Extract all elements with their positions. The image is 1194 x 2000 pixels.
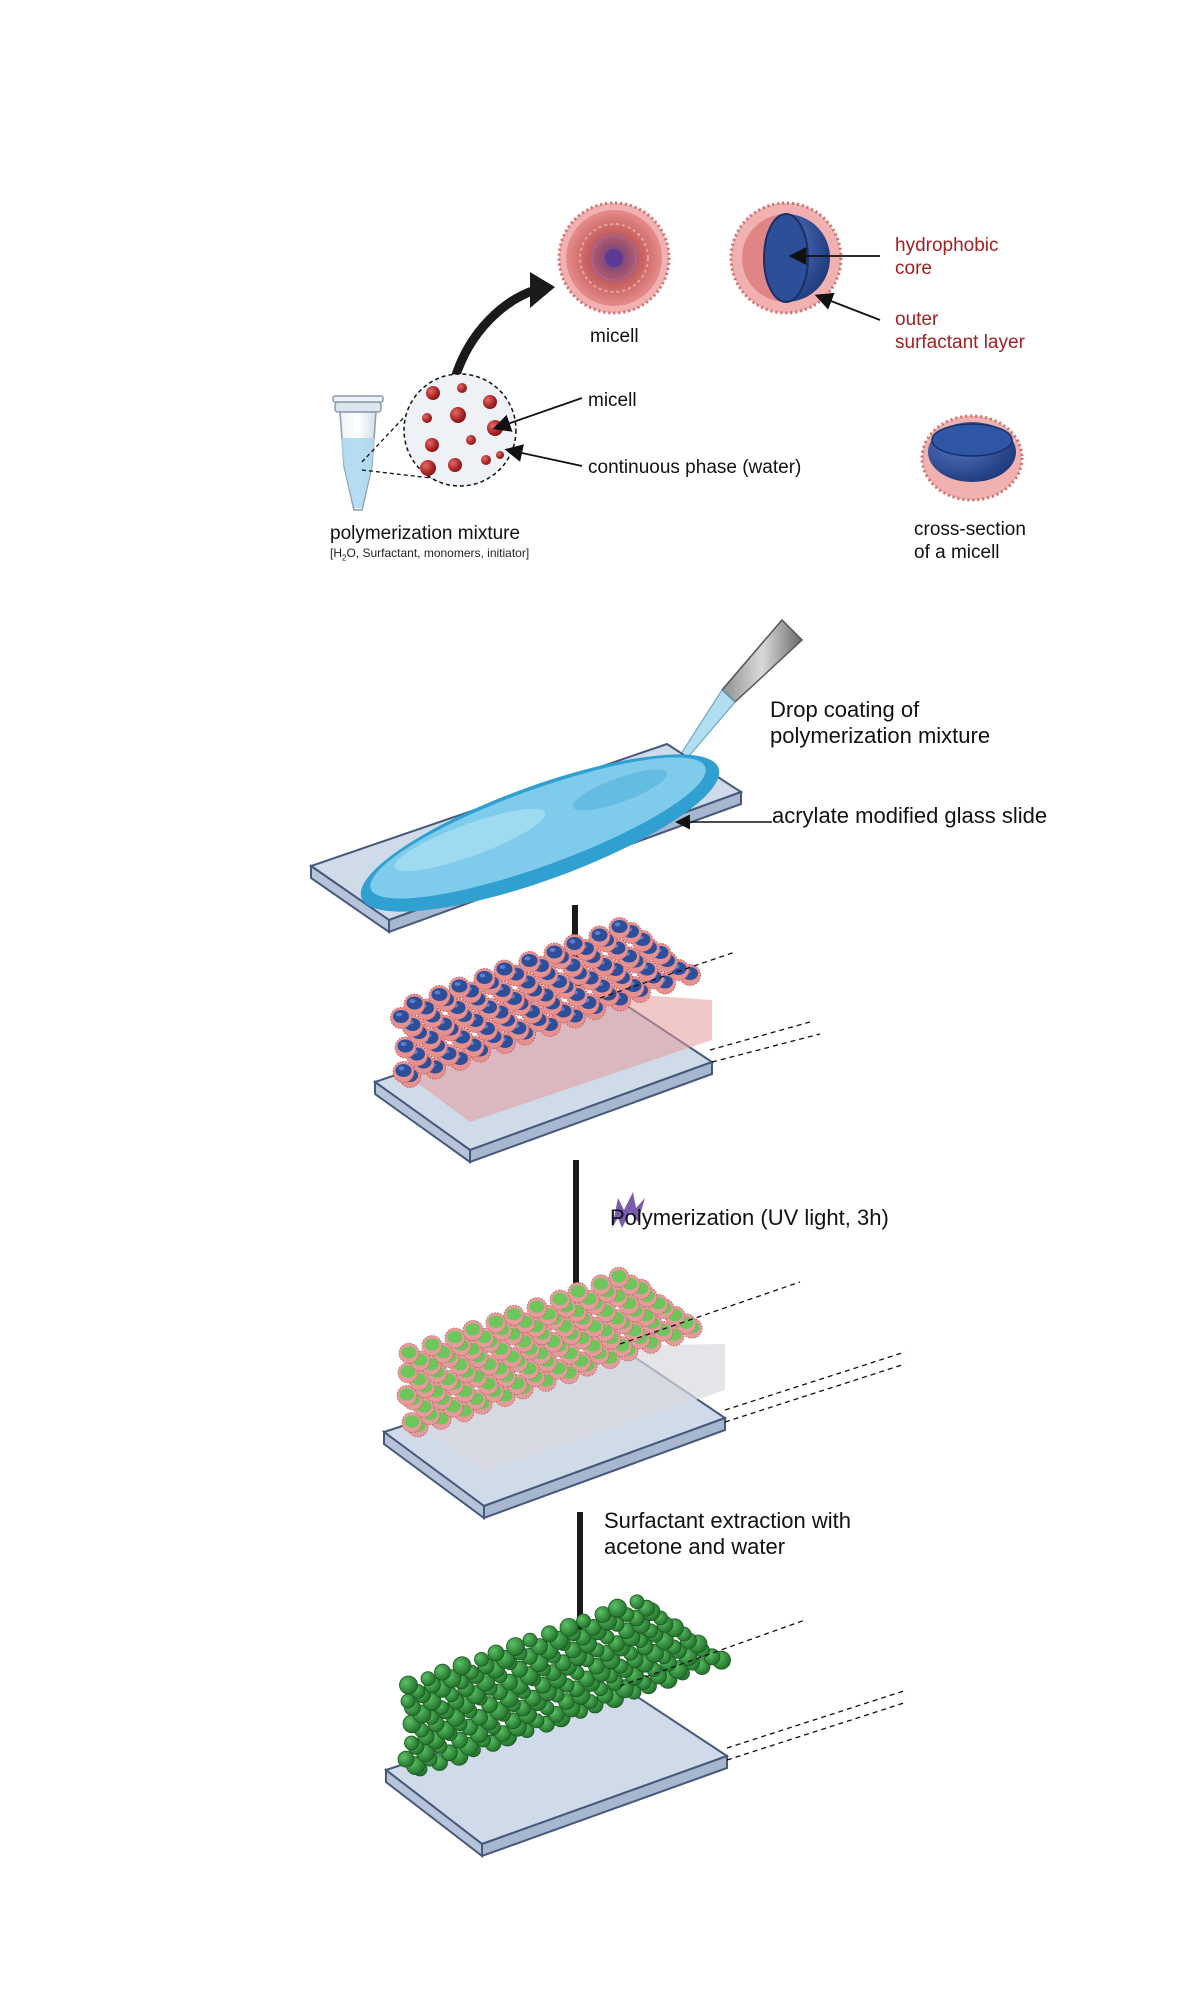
cross-section-micell-illustration (920, 414, 1024, 502)
glass-slide-4 (383, 1688, 730, 1859)
dash-2a (599, 951, 736, 999)
outer-layer-label-1: outer (895, 309, 939, 330)
half-micell-illustration (729, 201, 843, 315)
cross-section-label-2: of a micell (914, 542, 1000, 563)
dash-3a (619, 1281, 801, 1345)
glass-slide-1 (308, 742, 744, 934)
tube-illustration (332, 395, 384, 511)
outer-layer-pointer-line (814, 292, 881, 321)
outer-layer-label-2: surfactant layer (895, 332, 1025, 353)
micell-illustration (557, 201, 671, 315)
dash-3b (724, 1351, 906, 1411)
extraction-label-1: Surfactant extraction with (604, 1508, 852, 1533)
glass-slide-3 (381, 1344, 728, 1520)
dash-4b (726, 1689, 908, 1749)
drop-coating-label-2: polymerization mixture (770, 723, 991, 748)
dash-4c (726, 1701, 908, 1761)
dash-3c (724, 1363, 906, 1423)
zoom-micell-label: micell (588, 390, 637, 411)
dash-2c (711, 1033, 821, 1063)
hydrophobic-core-label-2: core (895, 258, 932, 279)
continuous-phase-pointer-line (504, 444, 583, 467)
micelle-layer-blue (390, 917, 701, 1088)
zoom-micell-pointer-line (492, 397, 583, 432)
continuous-phase-label: continuous phase (water) (588, 457, 802, 478)
drop-coating-label-1: Drop coating of (770, 697, 920, 722)
uv-light-icon (612, 1192, 645, 1228)
zoom-line-top (361, 395, 425, 463)
glass-slide-2 (372, 995, 715, 1164)
curved-arrow (450, 285, 540, 383)
glass-slide-label: acrylate modified glass slide (772, 803, 1048, 828)
polymerization-label: Polymerization (UV light, 3h) (610, 1205, 889, 1230)
hydrophobic-core-label-1: hydrophobic (895, 235, 999, 256)
polymer-layer-green (396, 1266, 703, 1438)
micell-title: micell (590, 326, 639, 347)
particle-layer-green (397, 1594, 731, 1777)
curved-arrow-head (530, 272, 555, 308)
cross-section-label-1: cross-section (914, 519, 1026, 540)
mixture-subtitle: [H2O, Surfactant, monomers, initiator] (330, 546, 530, 563)
mixture-title: polymerization mixture (330, 523, 521, 544)
extraction-label-2: acetone and water (604, 1534, 786, 1559)
dash-4a (619, 1619, 806, 1687)
zoom-circle (403, 373, 517, 487)
dash-2b (709, 1021, 811, 1051)
